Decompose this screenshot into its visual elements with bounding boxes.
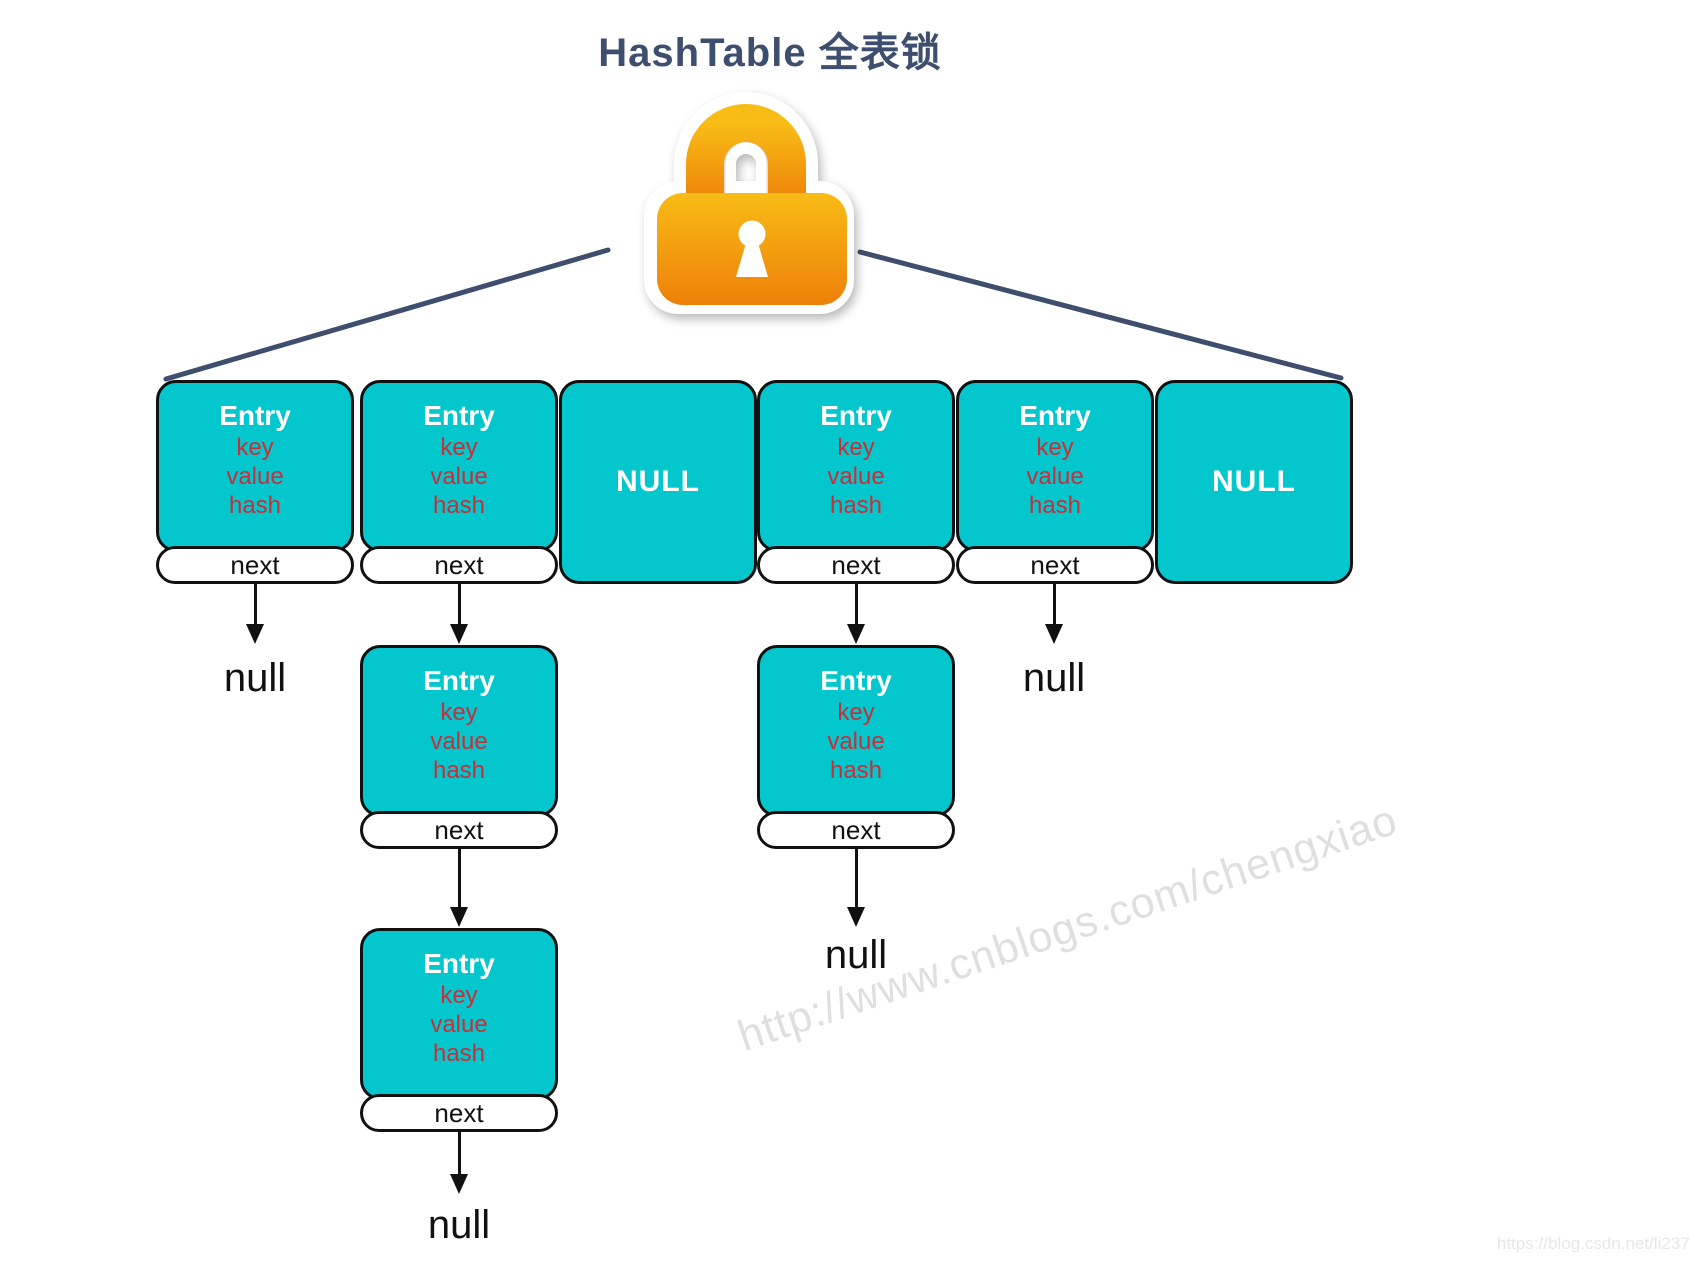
next-label: next bbox=[434, 814, 484, 845]
entry-field-hash: hash bbox=[829, 757, 883, 784]
null-pointer-label: null bbox=[427, 1203, 491, 1247]
entry-field-hash: hash bbox=[1028, 492, 1082, 519]
entry-title: Entry bbox=[219, 400, 291, 431]
null-bucket-label: NULL bbox=[616, 465, 700, 498]
watermark-corner: https://blog.csdn.net/li237 bbox=[1497, 1234, 1690, 1253]
null-pointer-label: null bbox=[824, 933, 888, 977]
bucket-0-entry-box: Entry key value hash bbox=[156, 380, 354, 552]
entry-field-key: key bbox=[837, 434, 875, 461]
next-label: next bbox=[230, 549, 280, 580]
entry-title: Entry bbox=[423, 665, 495, 696]
entry-field-hash: hash bbox=[228, 492, 282, 519]
null-pointer-label: null bbox=[223, 656, 287, 700]
bucket-0-next-pointer: next bbox=[156, 546, 354, 584]
next-arrow bbox=[449, 849, 468, 927]
bucket-3-next-pointer: next bbox=[757, 546, 955, 584]
next-arrow bbox=[846, 584, 865, 644]
entry-title: Entry bbox=[820, 400, 892, 431]
entry-field-value: value bbox=[226, 463, 284, 490]
entry-field-value: value bbox=[827, 728, 885, 755]
bucket-5-null-box: NULL bbox=[1155, 380, 1353, 584]
lock-connector-right bbox=[857, 249, 1344, 381]
bucket-2-null-box: NULL bbox=[559, 380, 757, 584]
entry-field-key: key bbox=[440, 982, 478, 1009]
null-pointer-label: null bbox=[1022, 656, 1086, 700]
entry-field-value: value bbox=[430, 463, 488, 490]
entry-field-value: value bbox=[827, 463, 885, 490]
lock-connector-left bbox=[163, 247, 611, 382]
next-label: next bbox=[831, 814, 881, 845]
next-arrow bbox=[1044, 584, 1063, 644]
next-arrow bbox=[846, 849, 865, 927]
bucket-3-chain-entry-1: Entry key value hash bbox=[757, 645, 955, 817]
entry-field-hash: hash bbox=[432, 757, 486, 784]
padlock-icon bbox=[644, 92, 854, 314]
keyhole-icon bbox=[738, 220, 766, 248]
bucket-3-chain-1-next-pointer: next bbox=[757, 811, 955, 849]
entry-field-value: value bbox=[1026, 463, 1084, 490]
bucket-3-entry-box: Entry key value hash bbox=[757, 380, 955, 552]
next-arrow bbox=[449, 1132, 468, 1194]
bucket-1-chain-1-next-pointer: next bbox=[360, 811, 558, 849]
bucket-1-chain-entry-1: Entry key value hash bbox=[360, 645, 558, 817]
page-title: HashTable 全表锁 bbox=[598, 31, 942, 75]
next-label: next bbox=[831, 549, 881, 580]
bucket-4-entry-box: Entry key value hash bbox=[956, 380, 1154, 552]
entry-field-hash: hash bbox=[432, 1040, 486, 1067]
entry-field-value: value bbox=[430, 1011, 488, 1038]
entry-field-key: key bbox=[236, 434, 274, 461]
entry-title: Entry bbox=[1019, 400, 1091, 431]
bucket-1-chain-2-next-pointer: next bbox=[360, 1094, 558, 1132]
entry-title: Entry bbox=[423, 400, 495, 431]
null-bucket-label: NULL bbox=[1212, 465, 1296, 498]
next-label: next bbox=[1030, 549, 1080, 580]
bucket-1-chain-entry-2: Entry key value hash bbox=[360, 928, 558, 1100]
entry-field-key: key bbox=[837, 699, 875, 726]
next-label: next bbox=[434, 1097, 484, 1128]
entry-field-key: key bbox=[1036, 434, 1074, 461]
entry-title: Entry bbox=[423, 948, 495, 979]
next-arrow bbox=[245, 584, 264, 644]
entry-field-hash: hash bbox=[829, 492, 883, 519]
entry-field-key: key bbox=[440, 699, 478, 726]
next-label: next bbox=[434, 549, 484, 580]
next-arrow bbox=[449, 584, 468, 644]
bucket-1-entry-box: Entry key value hash bbox=[360, 380, 558, 552]
bucket-4-next-pointer: next bbox=[956, 546, 1154, 584]
entry-field-key: key bbox=[440, 434, 478, 461]
entry-title: Entry bbox=[820, 665, 892, 696]
bucket-1-next-pointer: next bbox=[360, 546, 558, 584]
entry-field-value: value bbox=[430, 728, 488, 755]
entry-field-hash: hash bbox=[432, 492, 486, 519]
